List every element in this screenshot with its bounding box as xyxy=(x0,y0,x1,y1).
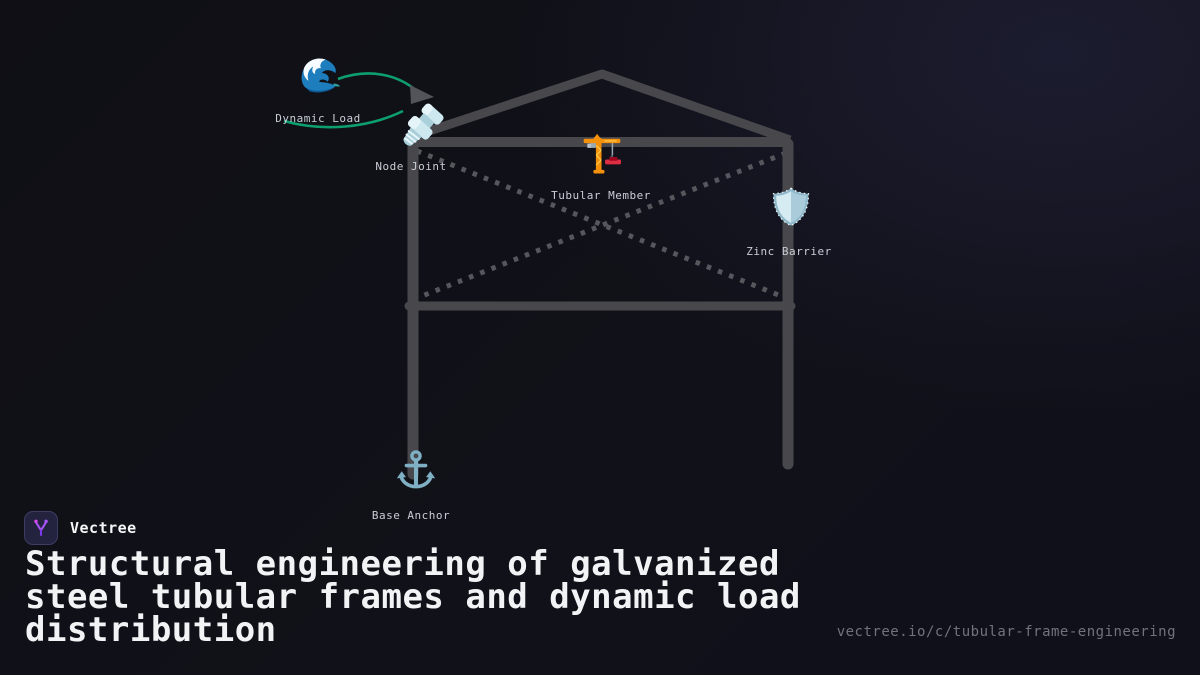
node-label-tubular-member: Tubular Member xyxy=(551,189,651,202)
anchor-icon xyxy=(393,447,439,493)
page-title: Structural engineering of galvanized ste… xyxy=(25,544,801,650)
brand-name: Vectree xyxy=(70,519,137,537)
brand-lockup: Vectree xyxy=(24,511,137,545)
shield-icon xyxy=(770,186,812,228)
page-url: vectree.io/c/tubular-frame-engineering xyxy=(836,624,1176,640)
vectree-branch-icon xyxy=(34,519,48,537)
vectree-logo xyxy=(24,511,58,545)
roof-rafters xyxy=(406,69,792,145)
node-label-node-joint: Node Joint xyxy=(375,160,447,173)
node-label-zinc-barrier: Zinc Barrier xyxy=(746,245,832,258)
crane-icon xyxy=(580,132,624,176)
node-label-base-anchor: Base Anchor xyxy=(371,509,451,522)
node-label-dynamic-load: Dynamic Load xyxy=(275,112,361,125)
wave-icon xyxy=(297,52,343,98)
arrowhead-icon xyxy=(410,85,434,104)
nut-and-bolt-icon xyxy=(384,90,457,163)
